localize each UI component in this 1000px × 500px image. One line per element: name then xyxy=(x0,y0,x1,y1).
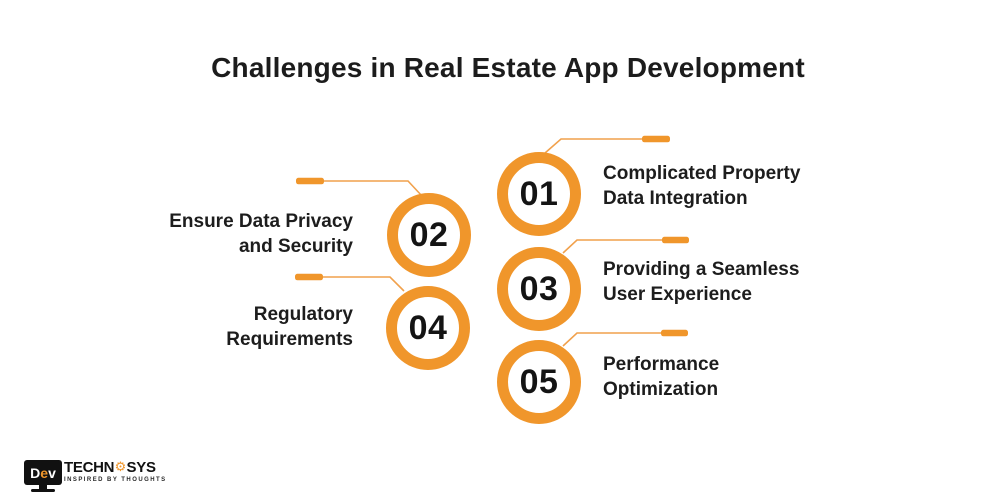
logo-wordmark: TECHN ⚙ SYS INSPIRED BY THOUGHTS xyxy=(64,460,167,483)
challenge-number: 04 xyxy=(408,308,448,347)
label-line: and Security xyxy=(238,236,353,257)
gear-icon: ⚙ xyxy=(114,459,127,474)
label-line: User Experience xyxy=(603,284,752,305)
challenge-number: 03 xyxy=(519,269,559,308)
challenge-number: 05 xyxy=(519,362,559,401)
logo-tagline: INSPIRED BY THOUGHTS xyxy=(64,477,167,483)
label-line: Data Integration xyxy=(603,188,748,209)
label-line: Ensure Data Privacy xyxy=(169,211,353,232)
page-title: Challenges in Real Estate App Developmen… xyxy=(211,52,805,83)
challenge-label-04: Regulatory Requirements xyxy=(226,302,353,352)
label-line: Regulatory xyxy=(253,304,353,325)
challenge-label-01: Complicated Property Data Integration xyxy=(603,161,800,211)
challenge-label-02: Ensure Data Privacy and Security xyxy=(169,209,353,259)
label-line: Performance xyxy=(603,354,720,375)
challenge-circle-01: 01 xyxy=(497,152,581,236)
dev-technosys-logo: Dev TECHN ⚙ SYS INSPIRED BY THOUGHTS xyxy=(24,460,167,492)
label-line: Requirements xyxy=(226,329,353,350)
logo-text-techn: TECHN xyxy=(64,459,115,476)
logo-brand-row: TECHN ⚙ SYS xyxy=(64,460,167,475)
challenge-number: 02 xyxy=(409,215,449,254)
label-line: Optimization xyxy=(603,379,719,400)
monitor-stand-base xyxy=(31,489,55,492)
logo-screen-text: Dev xyxy=(30,464,56,481)
challenge-label-03: Providing a Seamless User Experience xyxy=(603,257,799,307)
challenge-number: 01 xyxy=(519,174,559,213)
logo-text-sys: SYS xyxy=(126,459,156,476)
challenge-circle-02: 02 xyxy=(387,193,471,277)
monitor-icon: Dev xyxy=(24,460,62,492)
challenge-label-05: Performance Optimization xyxy=(603,352,719,402)
monitor-stand-neck xyxy=(39,485,47,489)
challenge-circle-03: 03 xyxy=(497,247,581,331)
label-line: Complicated Property xyxy=(603,163,801,184)
challenge-circle-05: 05 xyxy=(497,340,581,424)
label-line: Providing a Seamless xyxy=(603,259,800,280)
challenge-circle-04: 04 xyxy=(386,286,470,370)
